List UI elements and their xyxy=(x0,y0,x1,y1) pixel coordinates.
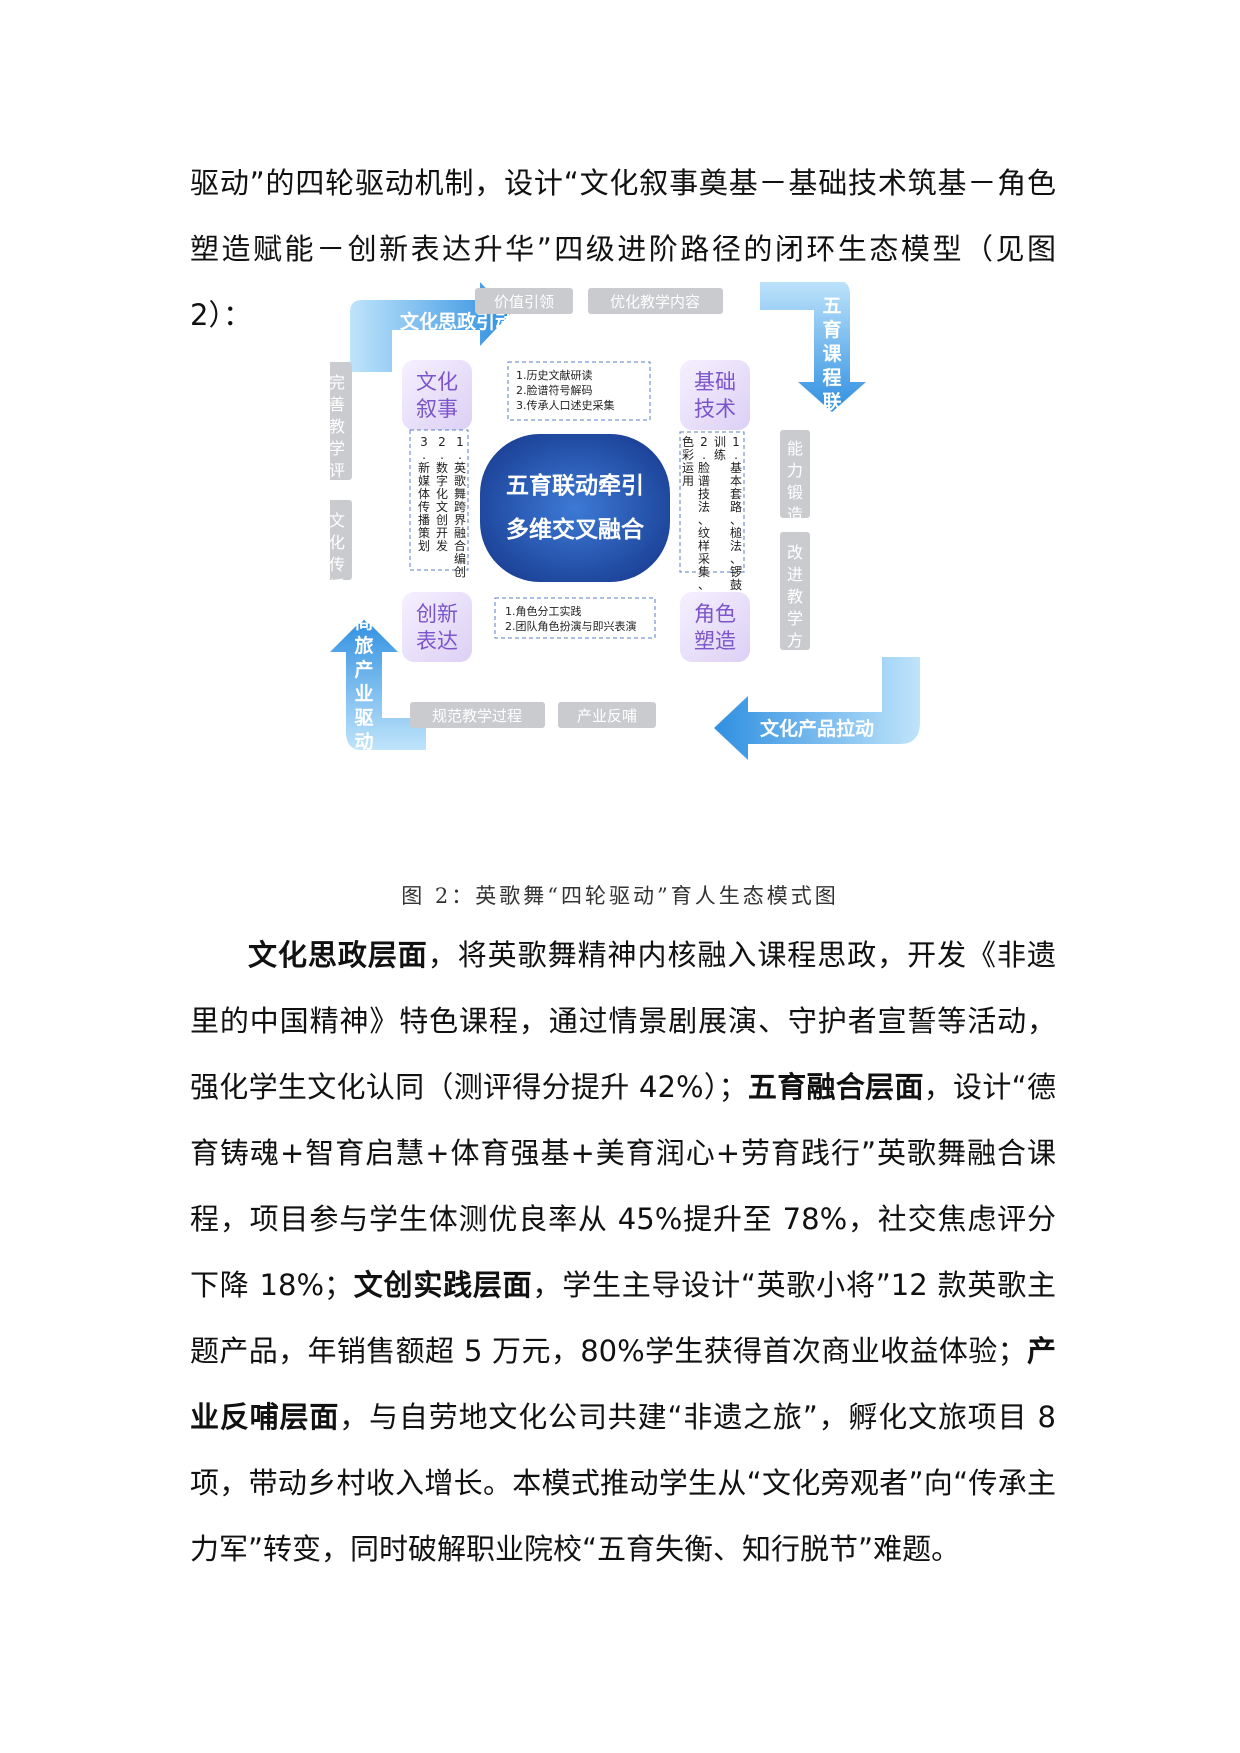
arrow-right-top xyxy=(760,282,866,412)
svg-text:2.脸谱符号解码: 2.脸谱符号解码 xyxy=(516,383,593,397)
box-right-line: 色彩运用 xyxy=(682,435,694,488)
figure-caption: 图 2：英歌舞“四轮驱动”育人生态模式图 xyxy=(401,884,839,908)
tag-left-2 xyxy=(330,500,352,580)
four-wheel-drive-diagram: 文化思政引动 文化产品拉动 五育课程联动 商旅产业驱动 价值引领 优化教学内容 … xyxy=(330,282,920,760)
svg-text:文化: 文化 xyxy=(416,370,458,394)
box-left-line: 2.数字化文创开发 xyxy=(436,435,448,553)
center-hub: 五育联动牵引 多维交叉融合 xyxy=(480,434,670,582)
svg-text:规范教学过程: 规范教学过程 xyxy=(432,707,522,725)
tag-top-1: 价值引领 xyxy=(475,288,573,314)
arrow-right-top-label: 五育课程联动 xyxy=(822,295,842,437)
box-top: 1.历史文献研读 2.脸谱符号解码 3.传承人口述史采集 xyxy=(507,361,651,421)
svg-text:技术: 技术 xyxy=(694,397,736,421)
intro-paragraph: 驱动”的四轮驱动机制，设计“文化叙事奠基－基础技术筑基－角色塑造赋能－创新表达升… xyxy=(190,150,1056,348)
arrow-bottom-right: 文化产品拉动 xyxy=(714,657,920,760)
corner-role-shaping: 角色 塑造 xyxy=(680,592,750,662)
tag-left-1 xyxy=(330,362,352,480)
svg-text:塑造: 塑造 xyxy=(694,629,736,653)
tag-bottom-2: 产业反哺 xyxy=(558,702,656,728)
box-bottom: 1.角色分工实践 2.团队角色扮演与即兴表演 xyxy=(494,597,656,639)
tag-right-2 xyxy=(780,532,810,650)
tag-right-2-label: 改进教学方法 xyxy=(787,543,803,672)
intro-text: 驱动”的四轮驱动机制，设计“文化叙事奠基－基础技术筑基－角色塑造赋能－创新表达升… xyxy=(190,166,1056,332)
arrow-left-bottom xyxy=(330,618,426,750)
section-1-heading: 文化思政层面 xyxy=(248,938,428,972)
svg-text:基础: 基础 xyxy=(694,370,736,394)
corner-innovative-expression: 创新 表达 xyxy=(402,592,472,662)
svg-text:多维交叉融合: 多维交叉融合 xyxy=(506,516,645,543)
section-3-text: ，学生主导设计“英歌小将”12 款英歌主题产品，年销售额超 5 万元，80%学生… xyxy=(190,1268,1056,1368)
box-right-line: 1.基本套路、槌法、锣鼓 xyxy=(730,435,742,592)
arrow-bottom-right-label: 文化产品拉动 xyxy=(760,717,874,740)
section-4-heading: 产业反哺层面 xyxy=(190,1334,1056,1434)
svg-text:产业反哺: 产业反哺 xyxy=(577,707,637,725)
arrow-left-bottom-text: 商旅产业驱动 xyxy=(354,610,373,753)
section-3-heading: 文创实践层面 xyxy=(353,1268,533,1302)
box-right-line: 训练 xyxy=(714,435,726,462)
section-4-text: ，与自劳地文化公司共建“非遗之旅”，孵化文旅项目 8 项，带动乡村收入增长。本模… xyxy=(190,1400,1056,1566)
svg-text:表达: 表达 xyxy=(416,629,458,653)
svg-text:角色: 角色 xyxy=(694,602,736,626)
tag-bottom-1: 规范教学过程 xyxy=(410,702,545,728)
section-2-heading: 五育融合层面 xyxy=(747,1070,924,1104)
tag-left-1-label: 完善教学评价 xyxy=(330,373,345,502)
svg-text:创新: 创新 xyxy=(416,602,458,626)
arrow-left-bottom-label: 商旅产业驱动 xyxy=(354,610,373,753)
corner-basic-skill: 基础 技术 xyxy=(680,360,750,430)
box-right-line: 2.脸谱技法、纹样采集、 xyxy=(698,435,710,592)
svg-text:1.角色分工实践: 1.角色分工实践 xyxy=(505,604,582,618)
svg-text:叙事: 叙事 xyxy=(416,397,458,421)
body-paragraph: 文化思政层面，将英歌舞精神内核融入课程思政，开发《非遗里的中国精神》特色课程，通… xyxy=(190,922,1056,1582)
corner-culture-narrative: 文化 叙事 xyxy=(402,360,472,430)
svg-text:2.团队角色扮演与即兴表演: 2.团队角色扮演与即兴表演 xyxy=(505,619,637,633)
box-left-line: 3.新媒体传播策划 xyxy=(418,435,430,553)
tag-left-2-label: 文化传播 xyxy=(330,511,345,596)
box-right xyxy=(679,431,745,573)
svg-text:价值引领: 价值引领 xyxy=(494,293,554,311)
arrow-right-top-text: 五育课程联动 xyxy=(822,295,842,437)
arrow-top-left: 文化思政引动 xyxy=(350,282,514,372)
box-left-line: 1.英歌舞跨界融合编创 xyxy=(454,435,466,579)
tag-right-1-label: 能力锻造 xyxy=(787,439,803,524)
tag-right-1 xyxy=(780,430,810,518)
arrow-top-left-label: 文化思政引动 xyxy=(400,310,514,333)
section-1-text: ，将英歌舞精神内核融入课程思政，开发《非遗里的中国精神》特色课程，通过情景剧展演… xyxy=(190,938,1056,1104)
section-2-text: ，设计“德育铸魂+智育启慧+体育强基+美育润心+劳育践行”英歌舞融合课程，项目参… xyxy=(190,1070,1056,1302)
svg-text:优化教学内容: 优化教学内容 xyxy=(610,293,700,311)
box-left xyxy=(409,429,469,571)
svg-text:3.传承人口述史采集: 3.传承人口述史采集 xyxy=(516,398,615,412)
svg-text:1.历史文献研读: 1.历史文献研读 xyxy=(516,368,593,382)
svg-text:五育联动牵引: 五育联动牵引 xyxy=(506,472,644,499)
tag-top-2: 优化教学内容 xyxy=(588,288,723,314)
